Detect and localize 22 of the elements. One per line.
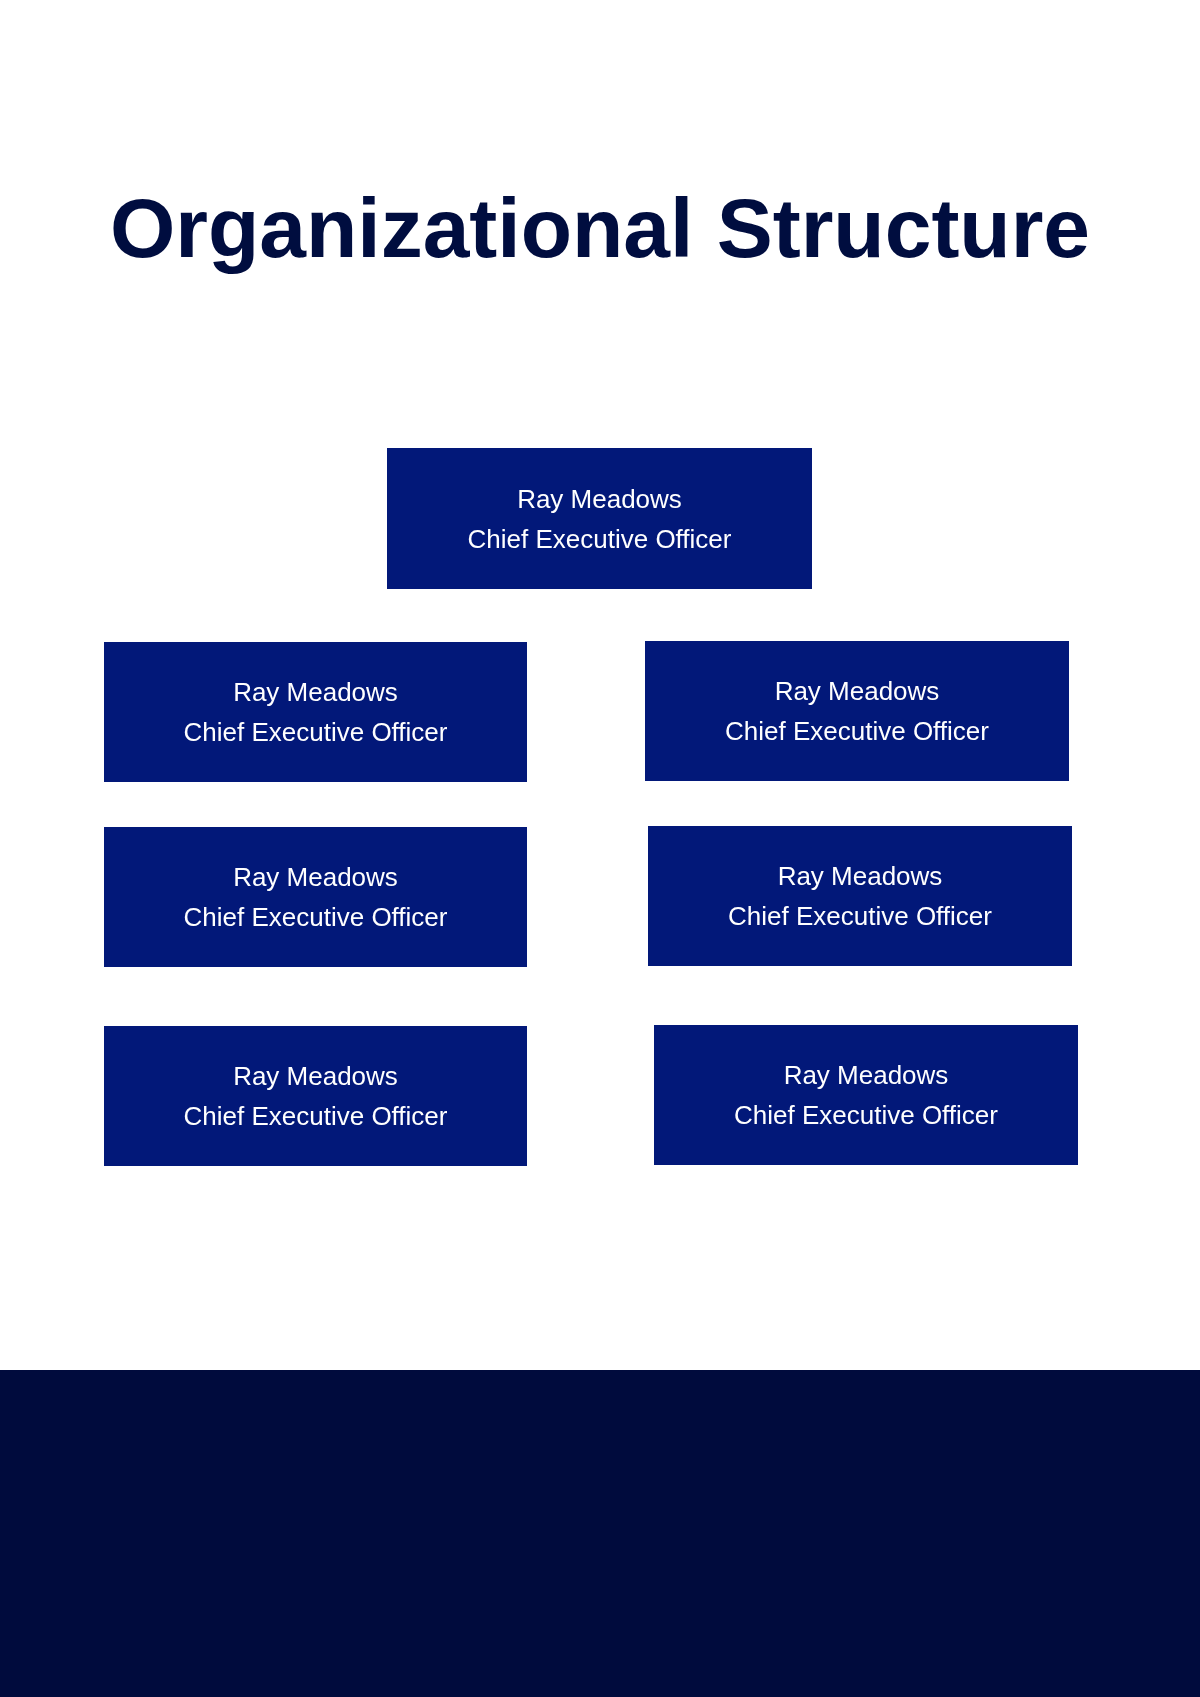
org-chart-box xyxy=(645,641,1069,781)
person-name: Ray Meadows xyxy=(233,676,398,709)
job-title: Chief Executive Officer xyxy=(183,1100,448,1133)
org-chart-box xyxy=(104,642,527,782)
page-title: Organizational Structure xyxy=(109,180,1091,277)
job-title: Chief Executive Officer xyxy=(728,900,992,933)
org-chart-box xyxy=(104,1026,527,1166)
person-name: Ray Meadows xyxy=(783,1059,949,1092)
job-title: Chief Executive Officer xyxy=(183,716,448,749)
org-chart-box xyxy=(387,448,812,589)
job-title: Chief Executive Officer xyxy=(183,901,448,934)
org-chart-box xyxy=(104,827,527,967)
job-title: Chief Executive Officer xyxy=(725,715,989,748)
org-chart-box xyxy=(648,826,1072,966)
job-title: Chief Executive Officer xyxy=(467,522,732,556)
person-name: Ray Meadows xyxy=(233,861,398,894)
job-title: Chief Executive Officer xyxy=(734,1099,998,1132)
person-name: Ray Meadows xyxy=(777,860,943,893)
person-name: Ray Meadows xyxy=(233,1060,398,1093)
person-name: Ray Meadows xyxy=(774,675,940,708)
org-chart-box xyxy=(654,1025,1078,1165)
person-name: Ray Meadows xyxy=(517,482,682,516)
